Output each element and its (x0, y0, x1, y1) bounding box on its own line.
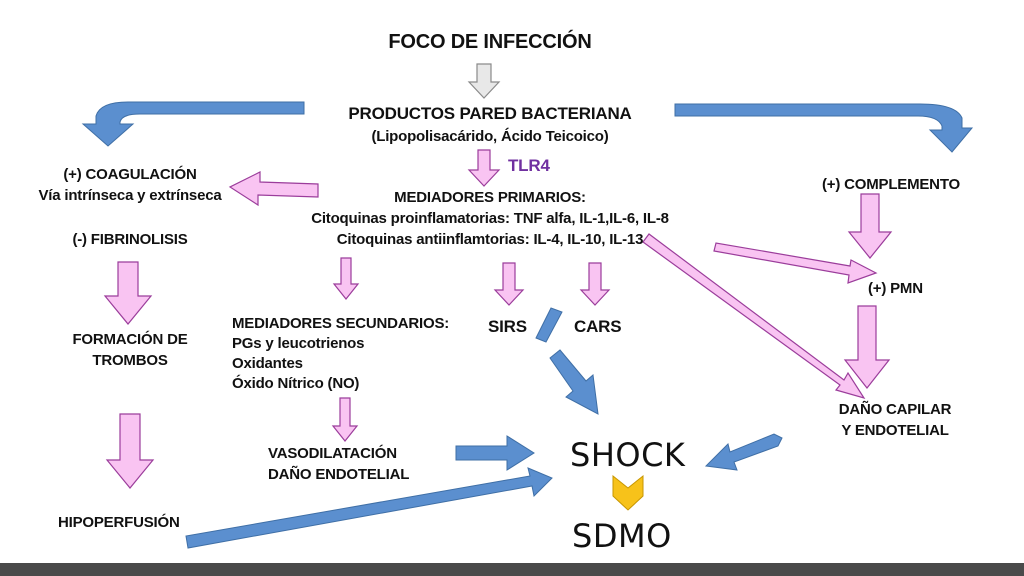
node-mediadores-secundarios: MEDIADORES SECUNDARIOS: (232, 315, 450, 332)
node-vasodilatacion: VASODILATACIÓN (268, 445, 397, 462)
arrow-mediadores-pmn (713, 242, 878, 284)
node-oxido-nitrico: Óxido Nítrico (NO) (232, 375, 360, 392)
arrow-mediadores-coagulacion (228, 171, 319, 207)
node-sdmo: SDMO (572, 517, 672, 555)
sirs-cars-link (535, 307, 563, 343)
node-complemento: (+) COMPLEMENTO (822, 176, 960, 193)
arrow-no-vasodilatacion (331, 397, 359, 442)
arrow-mediadores-sirs (493, 262, 525, 306)
arrow-productos-complemento (674, 103, 974, 153)
arrow-foco-productos (467, 63, 501, 99)
node-fibrinolisis: (-) FIBRINOLISIS (72, 231, 188, 248)
node-productos: PRODUCTOS PARED BACTERIANA (348, 104, 632, 123)
node-trombos-line2: TROMBOS (92, 352, 168, 369)
arrow-productos-coagulacion (81, 101, 305, 147)
arrow-hipoperfusion-shock (185, 467, 553, 549)
node-shock: SHOCK (570, 436, 686, 474)
arrow-mediadores-secundarios (332, 257, 360, 300)
node-sirs: SIRS (488, 317, 527, 336)
arrow-vasodilatacion-shock (455, 435, 535, 471)
arrow-shock-sdmo (612, 474, 644, 511)
node-cars: CARS (574, 317, 622, 336)
node-pgs: PGs y leucotrienos (232, 335, 365, 352)
label-tlr4: TLR4 (508, 156, 550, 175)
node-citoquinas-pro: Citoquinas proinflamatorias: TNF alfa, I… (311, 210, 669, 227)
node-hipoperfusion: HIPOPERFUSIÓN (58, 514, 180, 531)
arrow-tlr4 (467, 149, 501, 187)
node-coagulacion: (+) COAGULACIÓN (63, 166, 197, 183)
node-productos-sub: (Lipopolisacárido, Ácido Teicoico) (371, 128, 609, 145)
arrow-mediadores-dano (642, 233, 866, 400)
node-trombos-line1: FORMACIÓN DE (72, 331, 188, 348)
node-via: Vía intrínseca y extrínseca (38, 187, 222, 204)
arrow-dano-shock (704, 433, 783, 471)
arrow-trombos-hipoperfusion (105, 413, 155, 489)
node-mediadores-primarios: MEDIADORES PRIMARIOS: (394, 189, 586, 206)
arrow-fibrinolisis-trombos (103, 261, 153, 325)
node-dano-endotelial: DAÑO ENDOTELIAL (268, 466, 410, 483)
node-foco: FOCO DE INFECCIÓN (388, 31, 592, 53)
node-oxidantes: Oxidantes (232, 355, 303, 372)
arrow-mediadores-cars (579, 262, 611, 306)
node-dano-capilar-line1: DAÑO CAPILAR (838, 401, 952, 418)
node-citoquinas-anti: Citoquinas antiinflamtorias: IL-4, IL-10… (336, 231, 644, 248)
arrow-pmn-dano (843, 305, 891, 389)
arrow-sirs-shock (549, 349, 599, 415)
footer-bar (0, 563, 1024, 576)
arrow-complemento-pmn (847, 193, 893, 259)
node-pmn: (+) PMN (868, 280, 923, 297)
node-dano-capilar-line2: Y ENDOTELIAL (841, 422, 949, 439)
